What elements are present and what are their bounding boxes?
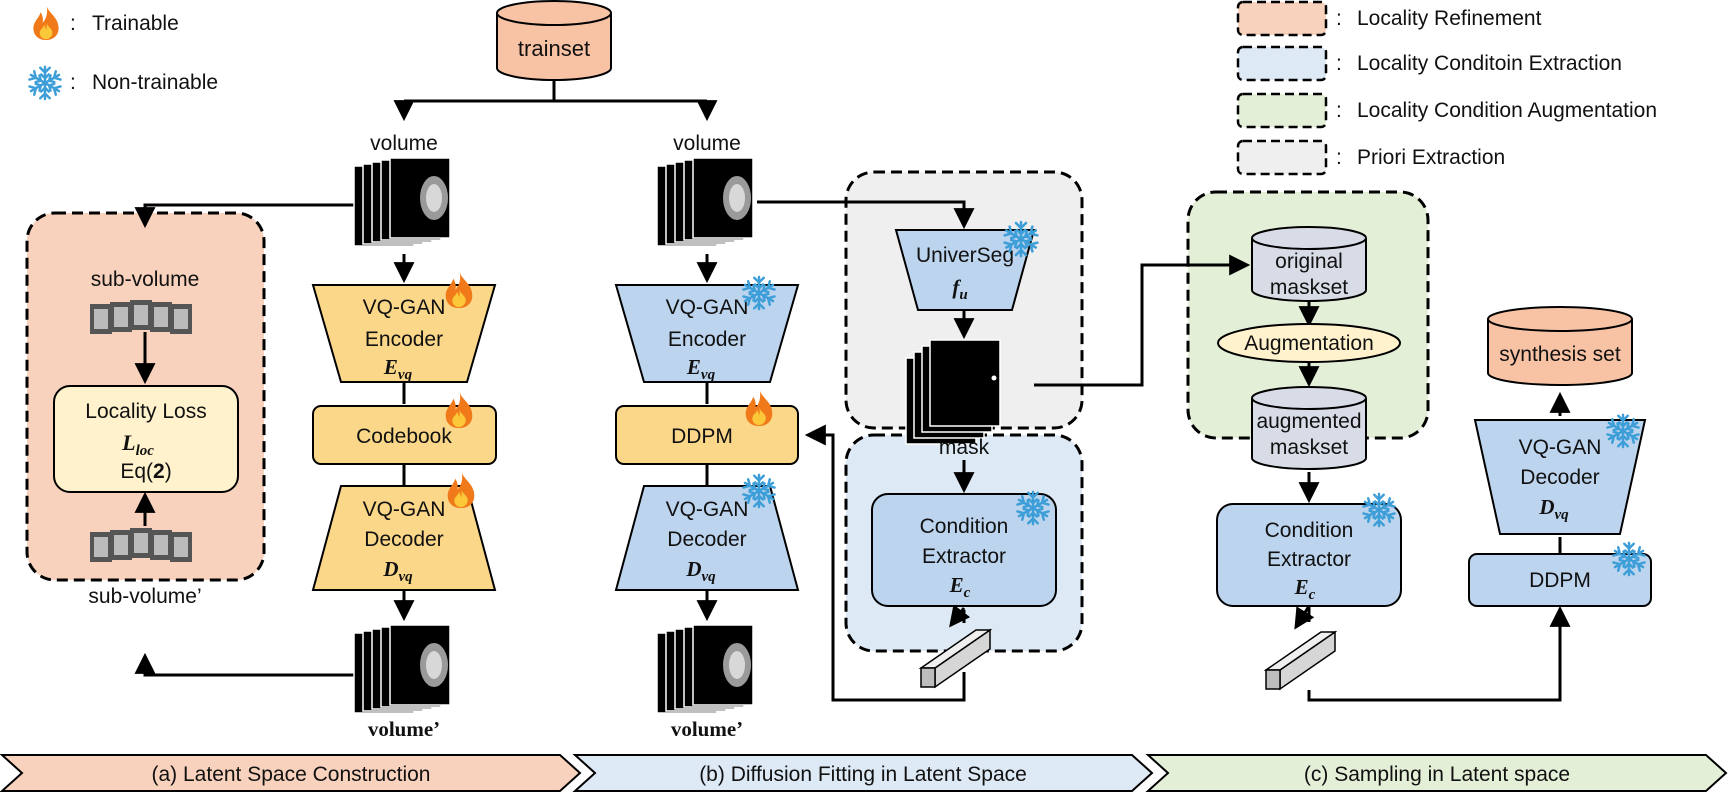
volume-stack-a	[353, 157, 451, 247]
legend-swatch-extraction	[1236, 45, 1328, 82]
d-vq-symbol-b: Dvq	[685, 557, 716, 585]
legend-separator: :	[1336, 52, 1342, 75]
volume-prime-label-a: volume’	[368, 717, 440, 741]
sub-volume-label: sub-volume	[91, 268, 200, 291]
trainset-database: trainset	[496, 0, 612, 81]
snowflake-icon	[29, 67, 62, 99]
flame-icon	[33, 6, 59, 41]
locality-loss-label: Locality Loss	[85, 400, 206, 423]
d-vq-symbol-c: Dvq	[1538, 495, 1569, 523]
augmentation-node	[1217, 323, 1401, 363]
d-vq-symbol-a: Dvq	[382, 557, 413, 585]
universeg-label: UniverSeg	[916, 244, 1014, 267]
vqgan-encoder-a	[311, 284, 497, 383]
universeg-module	[894, 229, 1036, 311]
synthesis-set-database: synthesis set	[1487, 306, 1633, 386]
original-maskset-line2: maskset	[1270, 276, 1348, 299]
volume-label-b: volume	[673, 132, 741, 155]
sub-volume-prime-strip	[90, 528, 192, 562]
decoder-c-line2: Decoder	[1520, 466, 1599, 489]
mask-stack	[905, 339, 1001, 445]
augmentation-label: Augmentation	[1244, 332, 1374, 355]
ddpm-label-b: DDPM	[671, 425, 733, 448]
flame-icon	[445, 392, 473, 429]
e-c-symbol-c: Ec	[1294, 575, 1316, 603]
original-maskset-line1: original	[1275, 250, 1343, 273]
legend-priori-extraction: Priori Extraction	[1357, 146, 1505, 169]
stage-c-label: (c) Sampling in Latent space	[1304, 763, 1570, 786]
flame-icon	[745, 390, 773, 427]
legend-separator: :	[1336, 99, 1342, 122]
legend-separator: :	[70, 71, 76, 94]
volume-stack-b	[656, 157, 754, 247]
trainset-label: trainset	[518, 36, 590, 61]
legend-locality-refinement: Locality Refinement	[1357, 7, 1542, 30]
vqgan-encoder-b	[614, 284, 800, 383]
synthesis-set-label: synthesis set	[1499, 343, 1621, 366]
legend-locality-condition-augmentation: Locality Condition Augmentation	[1357, 99, 1657, 122]
ddpm-label-c: DDPM	[1529, 569, 1591, 592]
legend-separator: :	[70, 12, 76, 35]
augmented-maskset-line2: maskset	[1270, 436, 1348, 459]
encoder-b-line2: Encoder	[668, 328, 746, 351]
l-loc-formula: Lloc	[121, 430, 154, 459]
decoder-a-line2: Decoder	[364, 528, 443, 551]
flame-icon	[445, 272, 473, 309]
volume-prime-label-b: volume’	[671, 717, 743, 741]
ddpm-box-c	[1468, 553, 1652, 607]
augmented-maskset-database: augmented maskset	[1251, 386, 1367, 470]
stage-b-label: (b) Diffusion Fitting in Latent Space	[699, 763, 1027, 786]
decoder-c-line1: VQ-GAN	[1519, 436, 1602, 459]
locality-loss-box	[53, 385, 239, 493]
sub-volume-strip	[90, 300, 192, 334]
legend-separator: :	[1336, 146, 1342, 169]
condition-vector-b	[918, 628, 993, 689]
stage-a-chevron	[0, 754, 582, 792]
cond-c-line2: Extractor	[1267, 548, 1351, 571]
volume-stack-b-prime	[656, 624, 754, 714]
legend-swatch-refinement	[1236, 0, 1328, 37]
stage-c-chevron	[1145, 754, 1728, 792]
stage-b-chevron	[572, 754, 1154, 792]
augmented-maskset-line1: augmented	[1256, 410, 1361, 433]
vqgan-decoder-b	[614, 485, 800, 591]
eq-reference: Eq(2)	[120, 460, 171, 483]
encoder-a-line2: Encoder	[365, 328, 443, 351]
sub-volume-prime-label: sub-volume’	[88, 585, 201, 608]
legend-trainable: Trainable	[92, 12, 179, 35]
e-c-symbol-b: Ec	[949, 573, 971, 601]
decoder-b-line2: Decoder	[667, 528, 746, 551]
volume-stack-a-prime	[353, 624, 451, 714]
flame-icon	[447, 472, 475, 509]
vqgan-decoder-c	[1473, 419, 1647, 535]
legend-swatch-priori	[1236, 139, 1328, 176]
e-vq-symbol-a: Evq	[383, 355, 413, 383]
decoder-a-line1: VQ-GAN	[363, 498, 446, 521]
vqgan-decoder-a	[311, 485, 497, 591]
codebook-label: Codebook	[356, 425, 452, 448]
original-maskset-database: original maskset	[1251, 226, 1367, 302]
cond-c-line1: Condition	[1265, 519, 1354, 542]
legend-separator: :	[1336, 7, 1342, 30]
encoder-b-line1: VQ-GAN	[666, 296, 749, 319]
condition-vector-c	[1263, 630, 1338, 691]
stage-a-label: (a) Latent Space Construction	[152, 763, 431, 786]
condition-extractor-b	[871, 493, 1057, 607]
f-u-symbol: fu	[952, 275, 967, 303]
cond-b-line1: Condition	[920, 515, 1009, 538]
condition-extractor-c	[1216, 503, 1402, 607]
connectors	[134, 80, 1571, 702]
e-vq-symbol-b: Evq	[686, 355, 716, 383]
encoder-a-line1: VQ-GAN	[363, 296, 446, 319]
decoder-b-line1: VQ-GAN	[666, 498, 749, 521]
legend-non-trainable: Non-trainable	[92, 71, 218, 94]
mask-label: mask	[939, 436, 990, 459]
volume-label-a: volume	[370, 132, 438, 155]
legend-locality-condition-extraction: Locality Conditoin Extraction	[1357, 52, 1622, 75]
legend-swatch-augmentation	[1236, 92, 1328, 129]
cond-b-line2: Extractor	[922, 545, 1006, 568]
